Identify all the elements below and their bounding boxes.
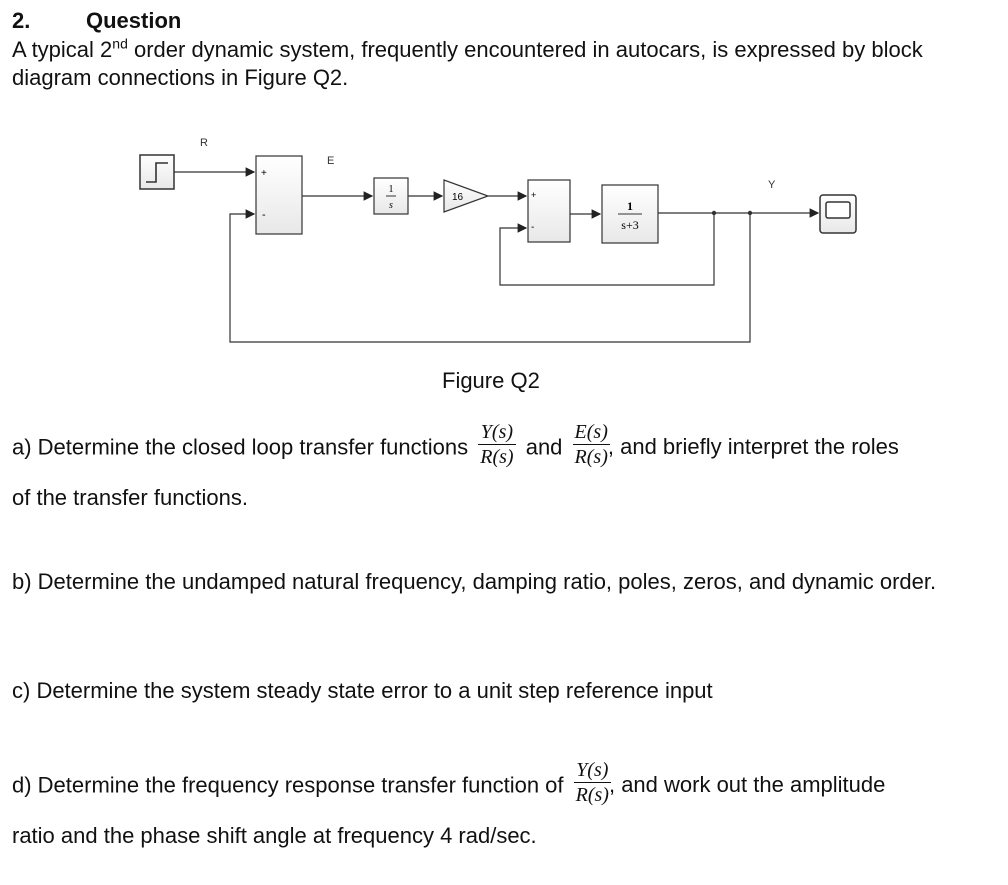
intro-text-part1: A typical 2: [12, 37, 113, 62]
question-intro: A typical 2nd order dynamic system, freq…: [12, 36, 992, 92]
part-b-text: b) Determine the undamped natural freque…: [12, 569, 937, 594]
part-d-text: d) Determine the frequency response tran…: [12, 772, 564, 798]
part-a-and: and: [525, 434, 563, 460]
part-d-text-cont: , and work out the amplitude: [608, 772, 886, 798]
sum-block-1: [255, 155, 303, 235]
question-number: 2.: [12, 8, 31, 33]
question-title: Question: [86, 8, 182, 33]
fraction-e-over-r: E(s) R(s): [572, 420, 610, 469]
part-a-text: a) Determine the closed loop transfer fu…: [12, 434, 469, 460]
tf-denominator: s+3: [621, 218, 638, 232]
fraction-y-over-r: Y(s) R(s): [478, 420, 516, 469]
fraction-denominator: R(s): [573, 782, 611, 806]
part-a-line2: of the transfer functions.: [12, 485, 249, 510]
part-a-text-cont: , and briefly interpret the roles: [607, 434, 899, 460]
signal-e-label: E: [327, 155, 334, 167]
tf-numerator: 1: [627, 199, 633, 213]
sum1-plus-sign: +: [261, 168, 267, 179]
fraction-denominator: R(s): [572, 444, 610, 468]
part-c-text: c) Determine the system steady state err…: [12, 678, 713, 703]
signal-y-label: Y: [768, 179, 776, 191]
fraction-y-over-r: Y(s) R(s): [573, 758, 611, 807]
gain-block: [443, 179, 490, 213]
figure-caption: Figure Q2: [442, 368, 540, 393]
integrator-numerator: 1: [389, 184, 394, 195]
fraction-numerator: E(s): [574, 421, 608, 443]
sum2-minus-sign: -: [531, 222, 534, 233]
intro-text-part2: order dynamic system, frequently encount…: [12, 37, 923, 90]
part-d-line1: d) Determine the frequency response tran…: [12, 759, 1002, 811]
part-a-line1: a) Determine the closed loop transfer fu…: [12, 421, 1002, 473]
outer-feedback-line: [229, 209, 751, 343]
inner-feedback-line: [499, 213, 715, 286]
sum1-minus-sign: -: [262, 209, 266, 221]
block-diagram: R + - E 1 s 16 + - 1 s+3 Y: [139, 137, 857, 343]
sum2-plus-sign: +: [531, 190, 536, 200]
intro-superscript: nd: [112, 35, 128, 52]
fraction-numerator: Y(s): [576, 759, 609, 781]
signal-r-label: R: [200, 137, 208, 149]
scope-block: [819, 194, 857, 234]
gain-value: 16: [452, 192, 464, 203]
fraction-numerator: Y(s): [480, 421, 514, 443]
integrator-denominator: s: [389, 200, 393, 211]
step-source-block: [139, 154, 175, 190]
part-d-line2: ratio and the phase shift angle at frequ…: [12, 823, 537, 848]
sum-block-2: [527, 179, 571, 243]
fraction-denominator: R(s): [478, 444, 516, 468]
